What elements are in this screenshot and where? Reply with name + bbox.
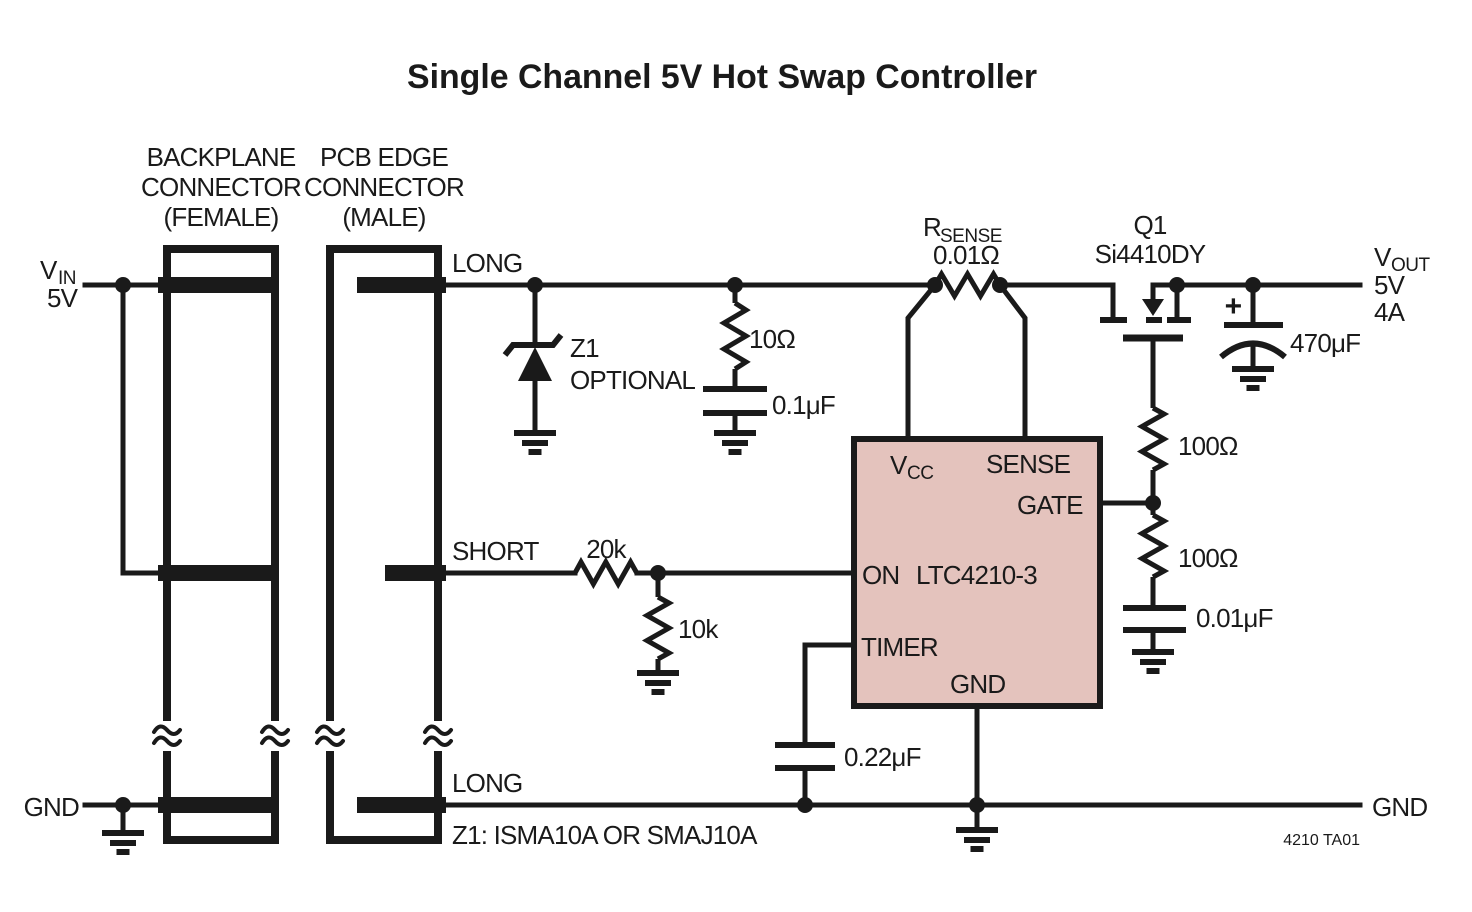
resistor-10k [641,594,675,662]
ground-symbol [514,433,556,452]
resistor-100ohm-bottom [1136,512,1170,580]
backplane-contact-short [158,565,275,581]
pcb-edge-connector-label: PCB EDGE CONNECTOR (MALE) [304,142,465,232]
ic-pin-sense: SENSE [986,449,1071,479]
ground-symbol [102,833,144,852]
backplane-label-line3: (FEMALE) [164,202,279,232]
pcb-edge-pin-long-bottom [357,797,446,813]
ground-symbol [637,673,679,692]
vin-value: 5V [47,283,79,313]
kelvin-sense-wire-vcc [905,281,939,439]
backplane-contact-vin [158,277,275,293]
backplane-label-line2: CONNECTOR [141,172,301,202]
rsense-subscript: SENSE [940,226,1002,247]
backplane-contact-gnd [158,797,275,813]
ic-pin-vcc-subscript: CC [907,463,933,484]
rsense-symbol: R [923,212,941,242]
ic-body [851,436,1103,709]
rsense-value: 0.01Ω [933,240,999,270]
break-symbol [312,719,348,753]
pcb-edge-pin-long-top [357,277,446,293]
power-rail: LONG [443,248,1363,293]
vout-value: 5V [1374,270,1406,300]
ic-pin-gnd: GND [950,669,1005,699]
ic-pin-gate: GATE [1017,490,1083,520]
capacitor-001uf-label: 0.01μF [1196,603,1273,633]
resistor-100ohm-bottom-label: 100Ω [1178,543,1238,573]
zener-cathode-bar [502,333,564,357]
zener-anode-triangle [518,347,552,381]
ground-rail: GND LONG GND [24,768,1428,852]
sense-resistor: R SENSE 0.01Ω [905,212,1028,439]
pin-label-short: SHORT [452,536,539,566]
backplane-label-line1: BACKPLANE [147,142,296,172]
backplane-connector-label: BACKPLANE CONNECTOR (FEMALE) [141,142,302,232]
mosfet-body-branch [1150,282,1177,300]
mosfet-q1: Q1 Si4410DY [1095,210,1207,408]
resistor-20k [572,556,639,590]
vin-symbol: V [40,255,58,285]
pcb-edge-connector-body [326,245,442,844]
output-capacitor: + 470μF [1219,285,1361,388]
ic-ltc4210: V CC SENSE GATE ON LTC4210-3 TIMER GND [851,436,1103,831]
ground-symbol [956,830,998,849]
pcb-edge-label-line1: PCB EDGE [320,142,448,172]
vout-subscript: OUT [1391,255,1431,276]
pcb-edge-pin-short [385,565,446,581]
ic-part-number: LTC4210-3 [916,560,1037,590]
vout-symbol: V [1374,242,1392,272]
backplane-connector-body [163,245,279,844]
resistor-100ohm-top [1136,405,1170,473]
input-filter: 10Ω 0.1μF [703,285,836,452]
resistor-rsense [932,269,1003,301]
pcb-edge-connector [326,245,446,844]
mosfet-body-arrow [1142,299,1164,316]
pcb-edge-label-line2: CONNECTOR [304,172,464,202]
z1-optional-label: OPTIONAL [570,365,695,395]
resistor-10ohm [719,300,751,372]
vout-port: V OUT 5V 4A [1374,242,1431,327]
pcb-edge-label-line3: (MALE) [342,202,425,232]
break-symbol [149,719,185,753]
figure-id: 4210 TA01 [1283,832,1360,849]
ic-pin-timer: TIMER [861,632,938,662]
timer-wire [802,642,855,745]
capacitor-022uf-label: 0.22μF [844,742,921,772]
vin-subscript: IN [58,268,76,289]
gnd-left-label: GND [24,792,79,822]
ic-pin-vcc: V [890,450,908,480]
ground-symbol [1132,652,1174,671]
vout-current: 4A [1374,297,1406,327]
q1-part-label: Si4410DY [1095,239,1206,269]
capacitor-470uf-label: 470μF [1290,328,1360,358]
backplane-connector [158,245,279,844]
q1-ref-label: Q1 [1133,210,1166,240]
zener-z1: Z1 OPTIONAL [502,285,696,452]
pin-label-long-bottom: LONG [452,768,522,798]
resistor-10ohm-label: 10Ω [749,324,795,354]
ic-pin-on: ON [862,560,899,590]
vin-port: V IN 5V [40,255,163,576]
timer-network: 0.22μF [775,642,921,805]
ground-symbol [1232,369,1274,388]
resistor-20k-label: 20k [586,534,627,564]
break-symbol [420,719,456,753]
ground-symbol [714,433,756,452]
resistor-100ohm-top-label: 100Ω [1178,431,1238,461]
junction-dot [969,797,985,813]
z1-part-note: Z1: ISMA10A OR SMAJ10A [452,820,758,850]
pin-label-long-top: LONG [452,248,522,278]
kelvin-sense-wire-sense [996,281,1028,439]
page-title: Single Channel 5V Hot Swap Controller [407,58,1037,96]
resistor-10k-label: 10k [678,614,719,644]
gate-network: 100Ω 100Ω 0.01μF [1100,405,1273,671]
polarity-plus-sign: + [1225,290,1242,323]
junction-dot [797,797,813,813]
on-pin-line: SHORT 20k 10k [443,534,855,692]
gnd-right-label: GND [1372,792,1427,822]
z1-ref-label: Z1 [570,333,599,363]
capacitor-01uf-label: 0.1μF [772,390,835,420]
break-symbol [257,719,293,753]
